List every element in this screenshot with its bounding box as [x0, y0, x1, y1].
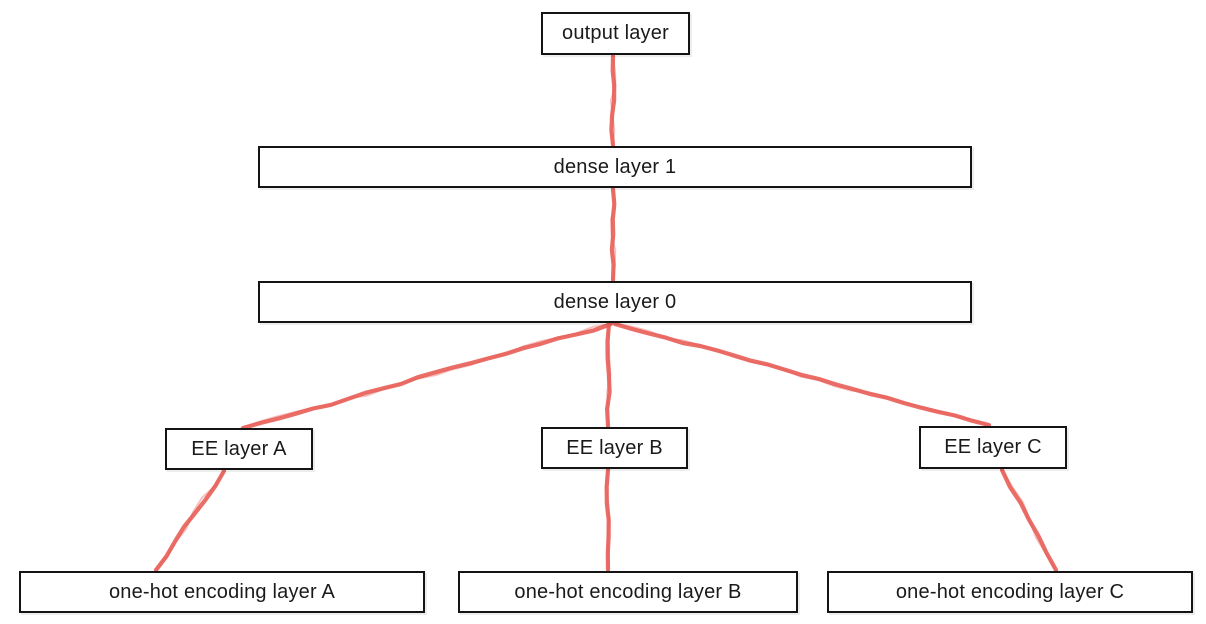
- node-one-hot-a: one-hot encoding layer A: [19, 571, 425, 613]
- node-dense-layer-1: dense layer 1: [258, 146, 972, 188]
- node-one-hot-c-label: one-hot encoding layer C: [895, 580, 1125, 603]
- edge-dense-layer-0-to-ee-layer-b: [605, 321, 612, 429]
- node-one-hot-b-label: one-hot encoding layer B: [514, 580, 742, 603]
- node-dense-layer-1-label: dense layer 1: [553, 155, 677, 178]
- node-ee-layer-a-label: EE layer A: [191, 437, 287, 460]
- edge-dense-layer-0-to-ee-layer-a: [240, 321, 614, 431]
- node-ee-layer-c-label: EE layer C: [944, 436, 1042, 458]
- edge-ee-layer-c-to-one-hot-c: [999, 467, 1059, 573]
- edge-ee-layer-a-to-one-hot-a: [153, 468, 227, 573]
- node-output-layer: output layer: [541, 12, 690, 55]
- node-ee-layer-c: EE layer C: [919, 426, 1067, 469]
- edge-dense-layer-0-to-ee-layer-c: [614, 323, 990, 426]
- edge-output-layer-to-dense-layer-1: [610, 55, 617, 146]
- node-ee-layer-b-label: EE layer B: [566, 436, 663, 459]
- edge-ee-layer-b-to-one-hot-b: [604, 467, 611, 573]
- edge-dense-layer-0-to-ee-layer-c: [612, 321, 992, 428]
- edge-output-layer-to-dense-layer-1: [609, 53, 617, 148]
- node-dense-layer-0-label: dense layer 0: [553, 290, 677, 313]
- edge-ee-layer-b-to-one-hot-b: [604, 469, 611, 571]
- node-one-hot-b: one-hot encoding layer B: [458, 571, 798, 613]
- node-one-hot-a-label: one-hot encoding layer A: [108, 580, 336, 603]
- node-ee-layer-a: EE layer A: [165, 428, 313, 470]
- node-output-layer-label: output layer: [562, 22, 669, 44]
- edge-dense-layer-1-to-dense-layer-0: [610, 188, 617, 281]
- edge-dense-layer-0-to-ee-layer-a: [242, 323, 612, 429]
- node-ee-layer-b: EE layer B: [541, 427, 688, 469]
- node-dense-layer-0: dense layer 0: [258, 281, 972, 323]
- edge-dense-layer-0-to-ee-layer-b: [606, 323, 612, 427]
- edge-dense-layer-1-to-dense-layer-0: [609, 186, 617, 283]
- edge-ee-layer-a-to-one-hot-a: [155, 470, 225, 571]
- edge-ee-layer-c-to-one-hot-c: [1001, 469, 1057, 571]
- node-one-hot-c: one-hot encoding layer C: [827, 571, 1193, 613]
